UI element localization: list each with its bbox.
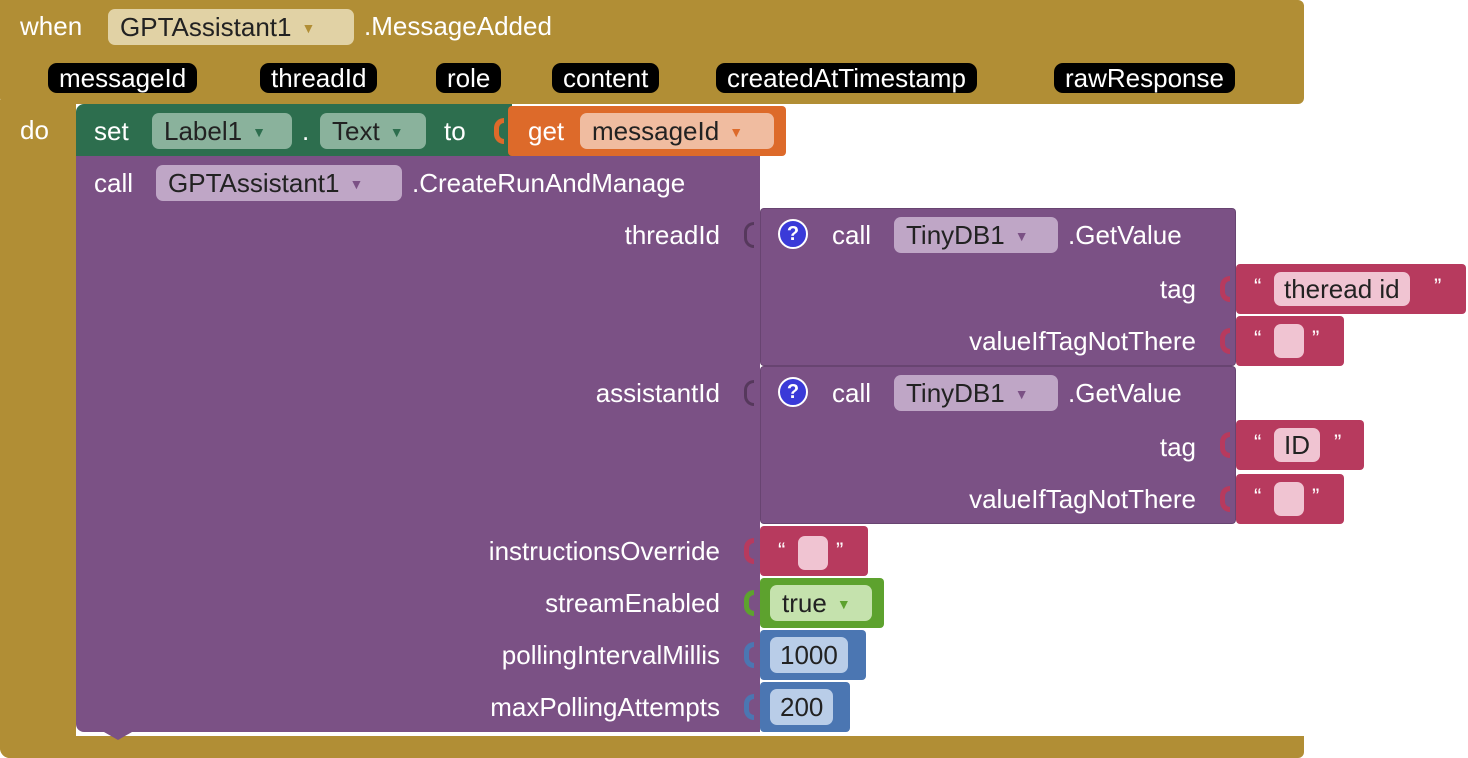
event-param-createdAtTimestamp[interactable]: createdAtTimestamp — [716, 63, 977, 93]
arg-label-threadId: threadId — [624, 220, 720, 250]
event-param-messageId[interactable]: messageId — [48, 63, 198, 93]
event-component-dropdown[interactable]: GPTAssistant1 ▼ — [108, 9, 354, 45]
open-quote: “ — [1254, 274, 1262, 299]
get-connector — [494, 118, 504, 144]
set-label-text-block[interactable] — [76, 104, 512, 156]
open-quote: “ — [1254, 484, 1262, 509]
call-block-bottom-notch — [104, 732, 132, 740]
tinydb-tag-label: tag — [1159, 274, 1196, 304]
open-quote: “ — [1254, 326, 1262, 351]
attempts-connector — [744, 694, 754, 720]
event-name: .MessageAdded — [364, 11, 552, 41]
chevron-down-icon: ▼ — [729, 124, 744, 140]
when-label: when — [20, 11, 83, 41]
tinydb-component-dropdown[interactable]: TinyDB1 ▼ — [894, 375, 1058, 411]
help-icon[interactable]: ? — [778, 377, 808, 407]
arg-label-maxPollingAttempts: maxPollingAttempts — [490, 692, 720, 722]
tinydb-component-name: TinyDB1 — [906, 378, 1005, 408]
set-property-name: Text — [332, 116, 380, 146]
call-component-name: GPTAssistant1 — [168, 168, 340, 198]
arg-label-instructionsOverride: instructionsOverride — [488, 536, 720, 566]
tinydb-call-label: call — [832, 378, 872, 408]
tinydb-component-dropdown[interactable]: TinyDB1 ▼ — [894, 217, 1058, 253]
event-block-do-arm[interactable] — [0, 100, 76, 758]
tag-thread-field[interactable]: theread id — [1274, 272, 1410, 306]
chevron-down-icon: ▼ — [1014, 228, 1029, 244]
arg-label-streamEnabled: streamEnabled — [545, 588, 720, 618]
tag-id-field[interactable]: ID — [1274, 428, 1320, 462]
instructions-field[interactable] — [798, 536, 828, 570]
chevron-down-icon: ▼ — [836, 596, 851, 612]
event-param-threadId[interactable]: threadId — [260, 63, 378, 93]
stream-enabled-dropdown[interactable]: true ▼ — [770, 585, 872, 621]
tinydb-method-name: .GetValue — [1068, 220, 1182, 250]
arg-label-pollingIntervalMillis: pollingIntervalMillis — [501, 640, 720, 670]
stream-enabled-value: true — [782, 588, 827, 618]
call-label: call — [94, 168, 134, 198]
arg-label-assistantId: assistantId — [595, 378, 720, 408]
get-label: get — [528, 116, 565, 146]
tinydb-value-label: valueIfTagNotThere — [969, 326, 1196, 356]
chevron-down-icon: ▼ — [252, 124, 266, 140]
call-method-name: .CreateRunAndManage — [412, 168, 686, 198]
set-to-label: to — [444, 116, 466, 146]
tinydb-call-label: call — [832, 220, 872, 250]
event-param-rawResponse[interactable]: rawResponse — [1054, 63, 1235, 93]
default-id-field[interactable] — [1274, 482, 1304, 516]
event-param-content[interactable]: content — [552, 63, 660, 93]
max-polling-attempts-field[interactable]: 200 — [770, 689, 834, 725]
set-property-dropdown[interactable]: Text ▼ — [320, 113, 426, 149]
tinydb-tag-label: tag — [1159, 432, 1196, 462]
get-variable-dropdown[interactable]: messageId ▼ — [580, 113, 774, 149]
help-icon[interactable]: ? — [778, 219, 808, 249]
thread-arg-connector — [744, 222, 754, 248]
tag-connector — [1220, 432, 1230, 458]
chevron-down-icon: ▼ — [1014, 386, 1029, 402]
open-quote: “ — [1254, 430, 1262, 455]
set-dot: . — [302, 116, 310, 146]
instructions-connector — [744, 538, 754, 564]
event-component-name: GPTAssistant1 — [120, 12, 292, 42]
get-variable-name: messageId — [592, 116, 720, 146]
create-run-and-manage-block[interactable] — [76, 156, 760, 732]
polling-interval-field[interactable]: 1000 — [770, 637, 848, 673]
chevron-down-icon: ▼ — [349, 176, 364, 192]
polling-connector — [744, 642, 754, 668]
close-quote: ” — [1312, 484, 1320, 509]
set-label: set — [94, 116, 129, 146]
default-connector — [1220, 486, 1230, 512]
assistant-arg-connector — [744, 380, 754, 406]
tinydb-component-name: TinyDB1 — [906, 220, 1005, 250]
event-block-bottom[interactable] — [0, 736, 1304, 758]
tinydb-value-label: valueIfTagNotThere — [969, 484, 1196, 514]
close-quote: ” — [1312, 326, 1320, 351]
tinydb-method-name: .GetValue — [1068, 378, 1182, 408]
polling-interval-value: 1000 — [780, 640, 838, 670]
set-component-dropdown[interactable]: Label1 ▼ — [152, 113, 292, 149]
max-polling-attempts-value: 200 — [780, 692, 824, 722]
do-label: do — [20, 115, 49, 145]
tag-connector — [1220, 276, 1230, 302]
call-component-dropdown[interactable]: GPTAssistant1 ▼ — [156, 165, 402, 201]
close-quote: ” — [1334, 430, 1342, 455]
close-quote: ” — [836, 538, 844, 563]
event-param-role[interactable]: role — [436, 63, 502, 93]
open-quote: “ — [778, 538, 786, 563]
stream-connector — [744, 590, 754, 616]
default-connector — [1220, 328, 1230, 354]
set-component-name: Label1 — [164, 116, 243, 146]
default-thread-field[interactable] — [1274, 324, 1304, 358]
chevron-down-icon: ▼ — [389, 124, 404, 140]
close-quote: ” — [1434, 274, 1442, 299]
chevron-down-icon: ▼ — [301, 20, 316, 36]
